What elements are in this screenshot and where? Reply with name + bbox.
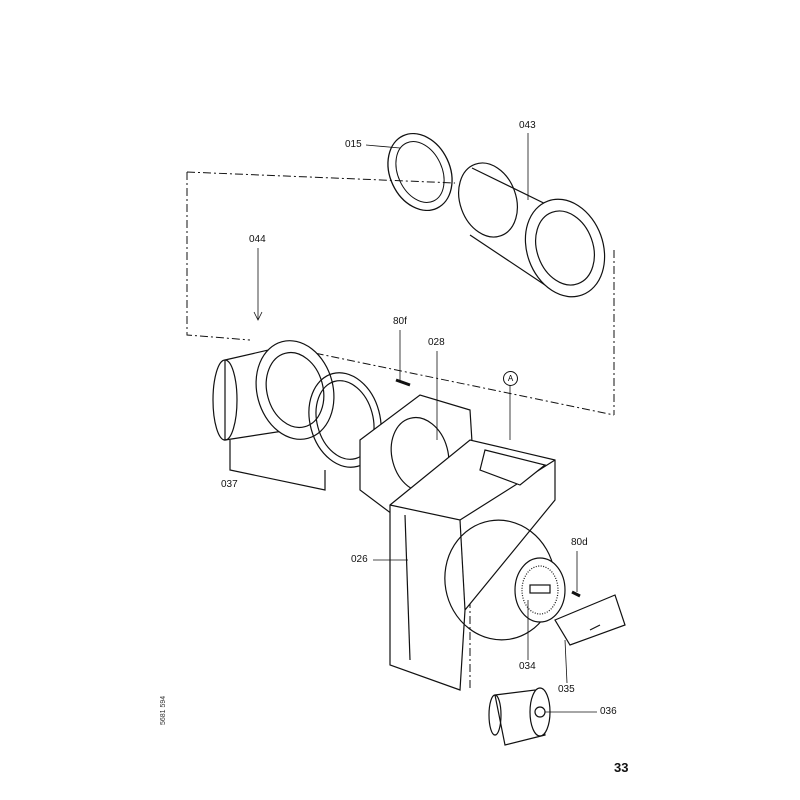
housing-026 bbox=[389, 439, 556, 691]
air-damper-dial-034 bbox=[514, 557, 566, 623]
label-80f: 80f bbox=[393, 316, 407, 327]
motor-036 bbox=[488, 687, 551, 746]
leader-lines bbox=[253, 133, 597, 713]
cover-035 bbox=[554, 594, 626, 646]
screw-80d bbox=[571, 590, 581, 598]
assembly-guide-lines bbox=[186, 171, 615, 690]
flange-037 bbox=[212, 340, 382, 491]
label-034: 034 bbox=[519, 661, 536, 672]
label-028: 028 bbox=[428, 337, 445, 348]
page-number: 33 bbox=[614, 760, 629, 775]
label-80d: 80d bbox=[571, 537, 588, 548]
label-036: 036 bbox=[600, 706, 617, 717]
burner-tube-043 bbox=[458, 162, 606, 298]
label-037: 037 bbox=[221, 479, 238, 490]
label-043: 043 bbox=[519, 120, 536, 131]
label-035: 035 bbox=[558, 684, 575, 695]
drawing-code: 5681 594 bbox=[160, 695, 167, 725]
label-detail-a: A bbox=[503, 371, 518, 386]
label-015: 015 bbox=[345, 139, 362, 150]
label-026: 026 bbox=[351, 554, 368, 565]
label-044: 044 bbox=[249, 234, 266, 245]
gasket-015 bbox=[387, 132, 453, 212]
